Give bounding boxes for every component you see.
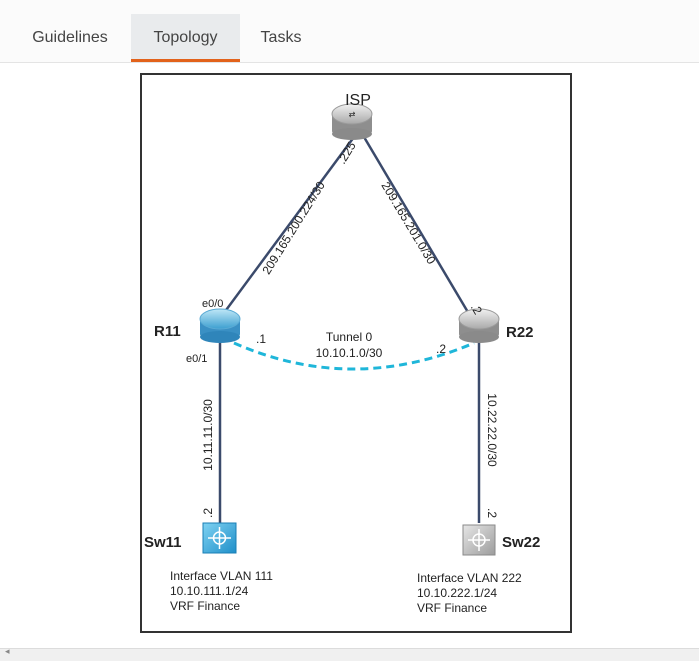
device-label-sw22: Sw22: [502, 534, 540, 551]
sw22-info-ip: 10.10.222.1/24: [417, 586, 497, 600]
tunnel-name: Tunnel 0: [326, 330, 373, 344]
scroll-arrow-icon[interactable]: ◂: [5, 646, 10, 656]
tunnel-r11-host: .1: [256, 332, 266, 346]
r11-interface-e00: e0/0: [202, 298, 223, 310]
link-label-r11-sw11-host: .2: [201, 508, 215, 518]
device-label-isp: ISP: [345, 92, 371, 109]
bottom-scroll-bar[interactable]: [0, 648, 699, 661]
sw11-info-vlan: Interface VLAN 111: [170, 569, 273, 583]
r11-interface-e01: e0/1: [186, 353, 207, 365]
device-label-r11: R11: [154, 323, 181, 340]
topology-diagram: ⇄ ISP R11 e0/0 e0/1 R22 Sw11: [144, 92, 540, 615]
link-label-r11-sw11-subnet: 10.11.11.0/30: [201, 399, 215, 471]
device-label-r22: R22: [506, 324, 534, 341]
sw22-info-vrf: VRF Finance: [417, 601, 487, 615]
link-label-r22-sw22-host: .2: [485, 508, 499, 518]
tab-guidelines[interactable]: Guidelines: [32, 29, 108, 46]
link-isp-r11: [216, 136, 356, 322]
multilayer-switch-icon: [462, 524, 496, 556]
sw11-info-vrf: VRF Finance: [170, 599, 240, 613]
router-icon: [458, 308, 500, 343]
link-isp-r22: [362, 136, 474, 320]
tunnel-subnet: 10.10.1.0/30: [316, 346, 383, 360]
tab-tasks[interactable]: Tasks: [260, 29, 302, 46]
router-icon: [199, 308, 241, 343]
tunnel-link: [233, 341, 475, 371]
tunnel-r22-host: .2: [436, 342, 446, 356]
link-label-isp-r11-host: .225: [334, 139, 358, 167]
svg-text:⇄: ⇄: [349, 110, 356, 119]
device-label-sw11: Sw11: [144, 534, 182, 551]
link-label-isp-r22-subnet: 209.165.201.0/30: [378, 179, 438, 267]
multilayer-switch-icon: [202, 522, 237, 554]
sw22-info-vlan: Interface VLAN 222: [417, 571, 522, 585]
tab-topology[interactable]: Topology: [131, 14, 240, 62]
link-label-isp-r11-subnet: 209.165.200.224/30: [259, 179, 328, 277]
sw11-info-ip: 10.10.111.1/24: [170, 584, 249, 598]
link-label-r22-sw22-subnet: 10.22.22.0/30: [485, 393, 499, 467]
router-icon: ⇄: [331, 103, 373, 140]
tab-bar: Guidelines Topology Tasks: [0, 0, 699, 63]
topology-diagram-frame: ⇄ ISP R11 e0/0 e0/1 R22 Sw11: [140, 73, 572, 633]
